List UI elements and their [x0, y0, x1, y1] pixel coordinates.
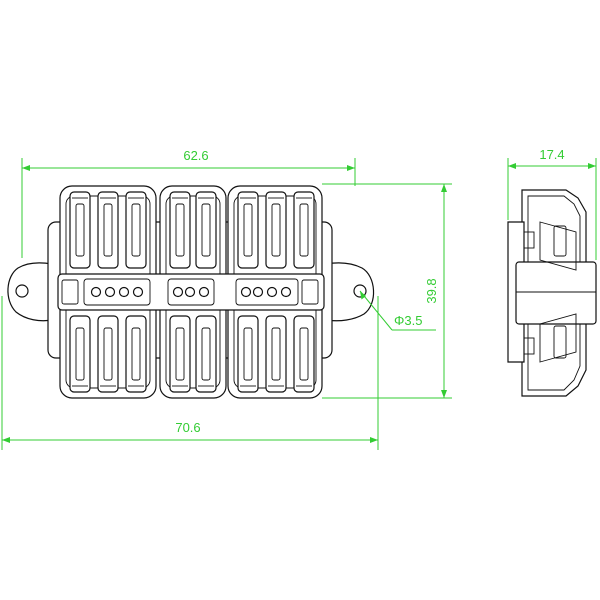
left-mounting-hole — [15, 284, 29, 298]
lever-bottom-1 — [69, 315, 91, 393]
terminal-tab-left — [61, 279, 79, 305]
side-lower-tab — [523, 337, 535, 355]
lever-group — [69, 191, 315, 393]
dim-hole-leader — [359, 290, 393, 331]
lever-top-3 — [125, 191, 147, 269]
center-terminal-strip — [57, 273, 325, 311]
lever-bottom-6 — [237, 315, 259, 393]
terminal-dot-group — [90, 286, 292, 298]
terminal-window-3 — [235, 278, 299, 306]
side-upper-latch — [539, 221, 577, 271]
right-mounting-ear — [325, 262, 375, 322]
side-lower-slot — [553, 325, 567, 359]
terminal-dot-6 — [184, 286, 196, 298]
side-upper-slot — [553, 225, 567, 257]
lever-top-2 — [97, 191, 119, 269]
terminal-dot-5 — [172, 286, 184, 298]
lever-top-1 — [69, 191, 91, 269]
dim-70-6-label: 70.6 — [175, 420, 200, 435]
lever-bottom-3 — [125, 315, 147, 393]
lever-bottom-4 — [169, 315, 191, 393]
lever-top-8 — [293, 191, 315, 269]
dim-39-8-label: 39.8 — [424, 278, 439, 303]
side-lower-latch — [539, 313, 577, 363]
terminal-window-1 — [83, 278, 151, 306]
lever-bottom-7 — [265, 315, 287, 393]
dimension-lines: 62.6 70.6 39.8 Φ3.5 17.4 — [1, 147, 597, 450]
lever-top-4 — [169, 191, 191, 269]
terminal-window-2 — [167, 278, 215, 306]
lever-top-5 — [195, 191, 217, 269]
lever-top-6 — [237, 191, 259, 269]
terminal-dot-10 — [266, 286, 278, 298]
terminal-dot-9 — [252, 286, 264, 298]
terminal-dot-2 — [104, 286, 116, 298]
terminal-tab-right — [301, 279, 319, 305]
lever-bottom-2 — [97, 315, 119, 393]
terminal-dot-7 — [198, 286, 210, 298]
dim-hole-arrow — [360, 291, 366, 300]
terminal-dot-3 — [118, 286, 130, 298]
dim-62-6-label: 62.6 — [183, 148, 208, 163]
side-view — [507, 189, 597, 397]
front-view — [7, 185, 375, 399]
side-center-shelf — [515, 261, 597, 325]
side-upper-tab — [523, 231, 535, 249]
lever-top-7 — [265, 191, 287, 269]
terminal-dot-1 — [90, 286, 102, 298]
dim-17-4-label: 17.4 — [539, 147, 564, 162]
terminal-dot-11 — [280, 286, 292, 298]
right-mounting-hole — [353, 284, 367, 298]
lever-bottom-8 — [293, 315, 315, 393]
terminal-dot-8 — [240, 286, 252, 298]
dim-hole-label: Φ3.5 — [394, 313, 422, 328]
left-mounting-ear — [7, 262, 53, 322]
terminal-dot-4 — [132, 286, 144, 298]
lever-bottom-5 — [195, 315, 217, 393]
